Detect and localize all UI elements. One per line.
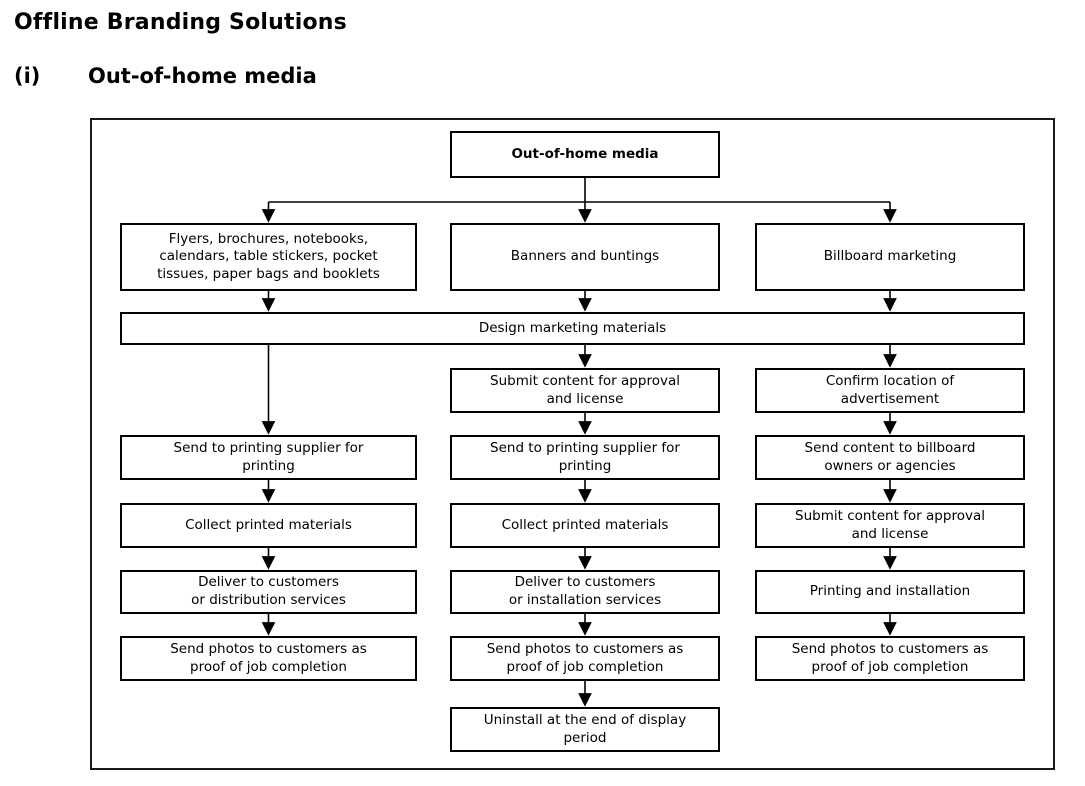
flow-node-label: Printing and installation	[809, 583, 971, 600]
flow-node-mid-deliver: Deliver to customers or installation ser…	[450, 570, 720, 614]
flow-node-label: Design marketing materials	[478, 319, 667, 336]
flow-node-left-deliver: Deliver to customers or distribution ser…	[120, 570, 417, 614]
flow-node-branch-banners: Banners and buntings	[450, 223, 720, 291]
flow-node-label: Uninstall at the end of display period	[483, 711, 687, 746]
flow-node-mid-collect: Collect printed materials	[450, 503, 720, 548]
flow-node-right-printing-installation: Printing and installation	[755, 570, 1025, 614]
flow-node-root-label: Out-of-home media	[511, 145, 659, 162]
flow-node-branch-print-collateral: Flyers, brochures, notebooks, calendars,…	[120, 223, 417, 291]
flow-node-left-send-photos: Send photos to customers as proof of job…	[120, 636, 417, 681]
flow-node-label: Send photos to customers as proof of job…	[486, 640, 684, 675]
flow-node-label: Confirm location of advertisement	[825, 372, 955, 407]
section-heading: (i) Out-of-home media	[14, 64, 317, 88]
flow-node-label: Send photos to customers as proof of job…	[791, 640, 989, 675]
flow-node-label: Send to printing supplier for printing	[490, 439, 680, 474]
section-number: (i)	[14, 64, 41, 88]
flow-node-right-submit-content: Submit content for approval and license	[755, 503, 1025, 548]
flow-node-label: Billboard marketing	[823, 248, 957, 265]
flow-node-right-confirm-location: Confirm location of advertisement	[755, 368, 1025, 413]
flow-node-label: Send photos to customers as proof of job…	[170, 640, 367, 675]
flow-node-left-collect: Collect printed materials	[120, 503, 417, 548]
flow-node-label: Send to printing supplier for printing	[173, 439, 364, 474]
section-title: Out-of-home media	[88, 64, 317, 88]
flow-node-mid-send-photos: Send photos to customers as proof of job…	[450, 636, 720, 681]
flow-node-root: Out-of-home media	[450, 131, 720, 178]
flow-node-label: Submit content for approval and license	[795, 507, 985, 542]
flow-node-mid-send-printing: Send to printing supplier for printing	[450, 435, 720, 480]
flow-node-label: Send content to billboard owners or agen…	[804, 439, 976, 474]
flow-node-mid-uninstall: Uninstall at the end of display period	[450, 707, 720, 752]
flow-node-label: Deliver to customers or distribution ser…	[191, 574, 346, 608]
flow-node-label: Flyers, brochures, notebooks, calendars,…	[157, 230, 380, 282]
flow-node-label: Submit content for approval and license	[490, 372, 680, 407]
flow-node-right-send-content: Send content to billboard owners or agen…	[755, 435, 1025, 480]
flow-node-label: Deliver to customers or installation ser…	[508, 574, 662, 608]
flow-node-right-send-photos: Send photos to customers as proof of job…	[755, 636, 1025, 681]
flow-node-branch-billboard: Billboard marketing	[755, 223, 1025, 291]
flow-node-left-send-printing: Send to printing supplier for printing	[120, 435, 417, 480]
page-title: Offline Branding Solutions	[14, 10, 347, 35]
flow-node-mid-submit-content: Submit content for approval and license	[450, 368, 720, 413]
flow-node-label: Collect printed materials	[185, 516, 352, 533]
flow-node-label: Collect printed materials	[501, 516, 669, 533]
flow-node-label: Banners and buntings	[510, 248, 660, 265]
flow-node-design-materials: Design marketing materials	[120, 312, 1025, 345]
